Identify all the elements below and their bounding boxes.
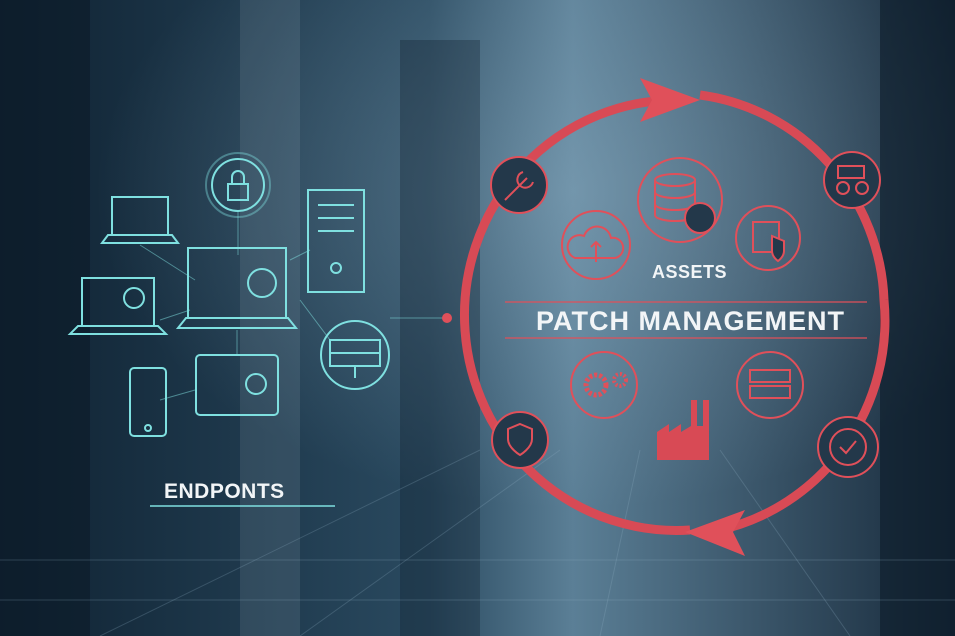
database-icon (637, 157, 723, 243)
check-icon (817, 416, 879, 478)
endpoints-label: ENDPONTS (164, 480, 285, 503)
lock-icon (205, 152, 271, 218)
patch-cycle-ring (460, 78, 890, 556)
server-rack-icon (320, 320, 390, 390)
wrench-icon (490, 156, 548, 214)
arrow-top (640, 78, 700, 122)
tablet-lock-icon (195, 354, 279, 416)
assets-cluster (490, 151, 881, 478)
cloud-upload-icon (561, 210, 631, 280)
patch-management-title: PATCH MANAGEMENT (536, 306, 845, 336)
server-icon (736, 351, 804, 419)
floor-grid (0, 449, 955, 636)
arrow-bottom (685, 510, 745, 556)
laptop-icon (100, 196, 180, 244)
endpoints-cluster (67, 152, 452, 507)
factory-icon (657, 400, 709, 460)
phone-icon (129, 367, 167, 437)
monitor-lock-icon (175, 247, 299, 329)
shield-icon (491, 411, 549, 469)
server-tower-icon (307, 189, 365, 293)
gears-icon (570, 351, 638, 419)
laptop-lock-icon (67, 277, 169, 335)
assets-label: ASSETS (652, 262, 728, 282)
firewall-icon (735, 205, 801, 271)
tractor-icon (823, 151, 881, 209)
